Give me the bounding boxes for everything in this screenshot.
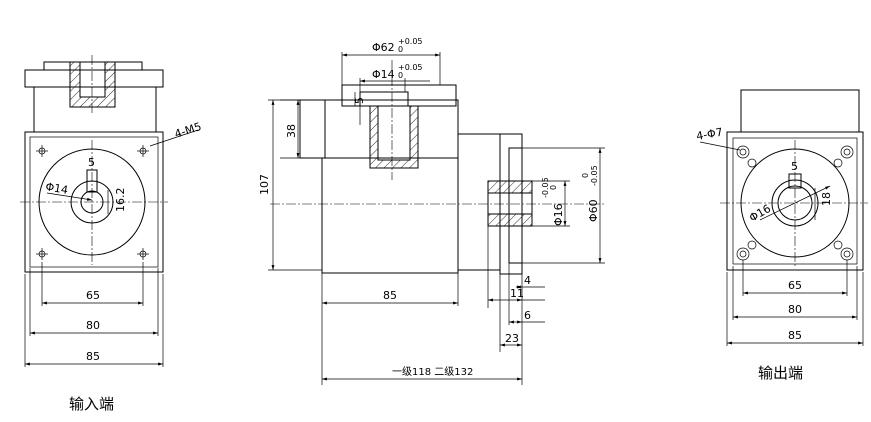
height-label: 107 — [258, 174, 271, 195]
input-bolt-holes — [36, 145, 149, 260]
input-end-view: 4-M5 Φ14 16.2 5 65 80 85 输入端 — [20, 55, 203, 413]
output-holes-label: 4-Φ7 — [695, 126, 723, 143]
outer-dia-tol: +0.05 — [398, 37, 423, 46]
shaft-len-label: 23 — [505, 332, 519, 345]
pilot-len-label: 4 — [524, 274, 531, 287]
input-end-caption: 输入端 — [69, 395, 114, 413]
output-body-label: 85 — [788, 329, 802, 342]
output-bolt-pitch-label: 65 — [788, 279, 802, 292]
bore-dia-tol: +0.05 — [398, 63, 423, 72]
output-flange-label: 80 — [788, 303, 802, 316]
input-tap-holes-label: 4-M5 — [173, 120, 203, 141]
bore-dia-label: Φ14 — [372, 68, 395, 81]
side-key-label: 5 — [353, 97, 366, 104]
output-bore-label: Φ16 — [747, 202, 773, 225]
body-len-label: 85 — [383, 289, 397, 302]
output-end-view: 4-Φ7 Φ16 18 5 65 80 85 输出端 — [695, 89, 868, 382]
bore-dia-tol-low: 0 — [398, 71, 403, 80]
input-body-label: 85 — [86, 350, 100, 363]
pilot-dia-label: Φ60 — [587, 199, 600, 222]
step-6-label: 6 — [524, 309, 531, 322]
outer-dia-label: Φ62 — [372, 41, 395, 54]
shaft-dia-tol-low: 0 — [549, 185, 558, 190]
shaft-dia-tol: -0.05 — [541, 177, 550, 198]
input-flange-label: 80 — [86, 319, 100, 332]
pilot-dia-tol-low: 0 — [581, 173, 590, 178]
input-key-width-label: 5 — [88, 156, 95, 169]
outer-dia-tol-low: 0 — [398, 45, 403, 54]
input-keyway-depth-label: 16.2 — [114, 188, 127, 213]
input-bolt-pitch-label: 65 — [86, 289, 100, 302]
depth-label: 38 — [285, 124, 298, 138]
output-keyway-depth-label: 18 — [820, 192, 833, 206]
step-11-label: 11 — [510, 287, 524, 300]
output-key-width-label: 5 — [791, 160, 798, 173]
output-end-caption: 输出端 — [758, 364, 803, 382]
shaft-dia-label: Φ16 — [552, 203, 565, 226]
input-bore-label: Φ14 — [44, 180, 69, 197]
side-section-view: Φ62 +0.05 0 Φ14 +0.05 0 5 38 107 Φ16 -0.… — [258, 37, 605, 385]
total-len-label: 一级118 二级132 — [392, 366, 473, 378]
pilot-dia-tol: -0.05 — [590, 165, 599, 186]
